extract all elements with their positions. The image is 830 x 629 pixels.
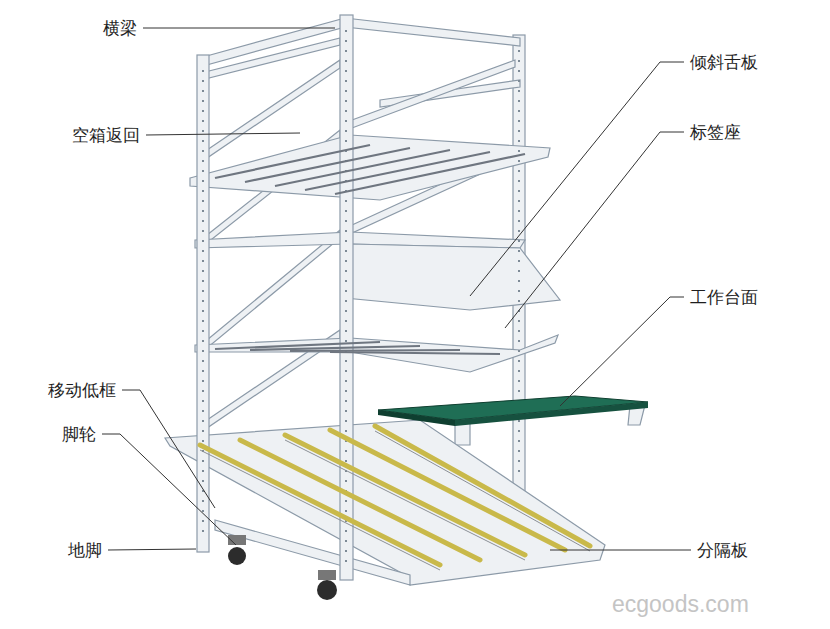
casters xyxy=(228,535,337,600)
part-label: 标签座 xyxy=(690,122,741,142)
label-holder: 标签座 xyxy=(690,122,741,142)
part-label: 地脚 xyxy=(68,540,102,560)
upright-holes xyxy=(203,30,519,570)
part-label: 分隔板 xyxy=(697,540,748,560)
work-table xyxy=(378,396,648,426)
label-holder: 脚轮 xyxy=(62,424,96,444)
watermark: ecgoods.com xyxy=(612,591,749,617)
label-holder: ecgoods.com xyxy=(612,594,749,616)
rack-frame xyxy=(165,15,645,585)
part-label: 脚轮 xyxy=(62,424,96,444)
label-holder: 横梁 xyxy=(103,18,137,38)
label-holder: 倾斜舌板 xyxy=(690,52,758,72)
label-holder: 移动低框 xyxy=(48,380,116,400)
label-holder: 地脚 xyxy=(68,540,102,560)
leader-lines xyxy=(102,28,691,550)
label-holder: 工作台面 xyxy=(690,287,758,307)
part-label: 移动低框 xyxy=(48,380,116,400)
bottom-roller-edges xyxy=(200,431,590,570)
roller-tracks xyxy=(215,145,525,354)
part-label: 空箱返回 xyxy=(72,125,140,145)
label-holder: 分隔板 xyxy=(697,540,748,560)
part-label: 倾斜舌板 xyxy=(690,52,758,72)
bottom-roller-tracks xyxy=(200,426,590,565)
part-label: 横梁 xyxy=(103,18,137,38)
label-holder: 空箱返回 xyxy=(72,125,140,145)
part-label: 工作台面 xyxy=(690,287,758,307)
